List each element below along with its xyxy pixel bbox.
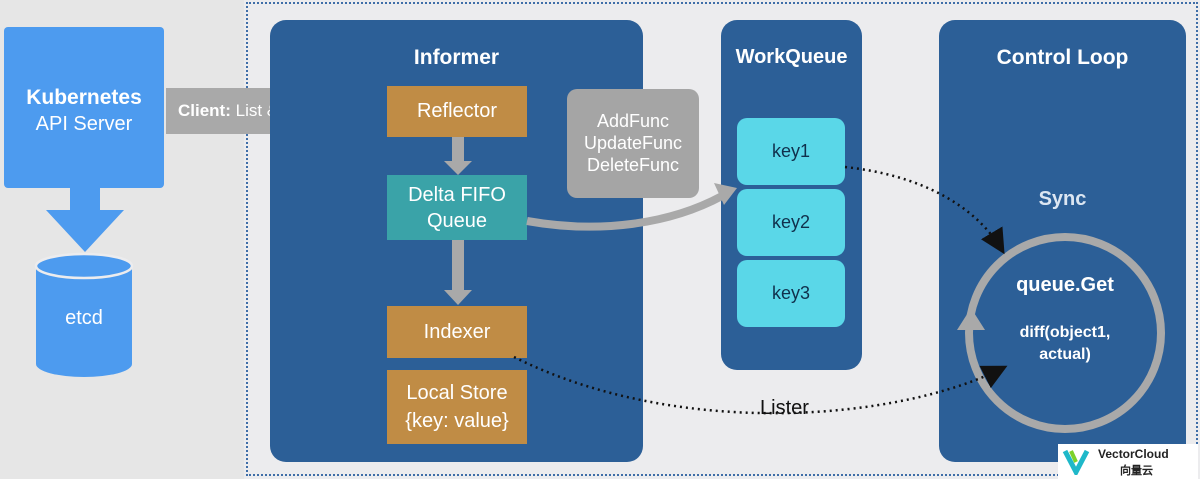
api-to-etcd-arrow xyxy=(46,188,124,252)
fifo-to-workqueue-arrow xyxy=(526,192,724,231)
key1-to-sync-dotted-arrow xyxy=(844,165,1005,255)
local-store-line1: Local Store xyxy=(406,382,508,404)
delta-fifo-line2: Queue xyxy=(426,209,488,232)
local-store-line2: {key: value} xyxy=(405,410,509,432)
reflector-to-fifo-arrow-head xyxy=(444,161,472,175)
etcd-label: etcd xyxy=(65,307,103,329)
api-server-box: Kubernetes API Server xyxy=(4,27,164,188)
workqueue-key: key2 xyxy=(737,189,845,256)
informer-title: Informer xyxy=(413,46,500,69)
client-label-bold: Client: xyxy=(178,101,231,120)
api-server-subtitle: API Server xyxy=(35,113,133,135)
handler-item: DeleteFunc xyxy=(586,155,680,175)
control-loop-title: Control Loop xyxy=(996,46,1129,69)
lister-label: Lister xyxy=(760,397,809,419)
workqueue-key: key1 xyxy=(737,118,845,185)
lister-dotted-arrow xyxy=(513,355,1008,415)
diff-line2: actual) xyxy=(1039,346,1091,363)
handler-item: UpdateFunc xyxy=(583,133,683,153)
api-server-title: Kubernetes xyxy=(26,86,142,109)
sync-loop-arrowhead xyxy=(957,308,985,330)
reflector-to-fifo-arrow-shaft xyxy=(452,137,464,161)
sync-label: Sync xyxy=(1038,188,1087,210)
indexer-box: Indexer xyxy=(387,306,527,358)
handler-item: AddFunc xyxy=(596,111,670,131)
workqueue-title: WorkQueue xyxy=(735,46,848,68)
reflector-box: Reflector xyxy=(387,86,527,137)
delta-fifo-queue-box: Delta FIFO Queue xyxy=(387,175,527,240)
diff-line1: diff(object1, xyxy=(1019,324,1111,341)
vectorcloud-logo: VectorCloud 向量云 xyxy=(1058,444,1198,479)
workqueue-key: key3 xyxy=(737,260,845,327)
local-store-box: Local Store {key: value} xyxy=(387,370,527,444)
informer-arrows xyxy=(444,137,472,305)
vectorcloud-logo-chinese: 向量云 xyxy=(1120,465,1153,477)
fifo-to-indexer-arrow-head xyxy=(444,290,472,305)
fifo-to-indexer-arrow-shaft xyxy=(452,240,464,290)
vectorcloud-logo-name: VectorCloud xyxy=(1098,447,1169,461)
fifo-to-workqueue-arrowhead xyxy=(714,183,737,205)
diff-label: diff(object1, actual) xyxy=(990,322,1140,366)
vectorcloud-logo-mark xyxy=(1062,449,1090,475)
dotted-container xyxy=(246,2,1198,476)
delta-fifo-line1: Delta FIFO xyxy=(408,183,506,206)
queue-get-label: queue.Get xyxy=(1016,274,1114,296)
etcd-cylinder xyxy=(34,252,134,377)
event-handlers-box: AddFunc UpdateFunc DeleteFunc xyxy=(567,89,699,198)
sync-loop-circle xyxy=(957,233,1165,433)
